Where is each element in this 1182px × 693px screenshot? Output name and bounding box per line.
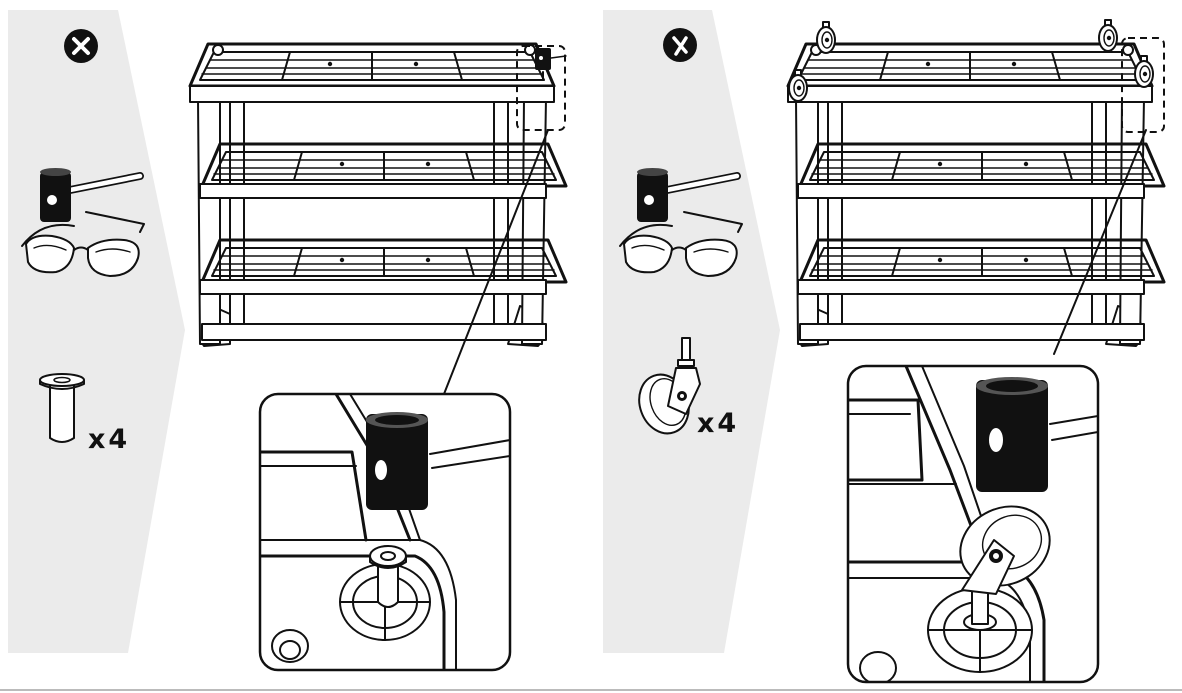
shelving-unit	[788, 44, 1164, 346]
detail-highlight	[1121, 37, 1165, 133]
step-2-band	[603, 10, 780, 653]
step-2-quantity: x4	[697, 408, 739, 439]
detail-zoom-panel	[258, 392, 512, 672]
detail-highlight	[516, 45, 566, 131]
caster-wheel-icon	[1098, 19, 1118, 52]
step-1-band	[8, 10, 185, 653]
detail-zoom-panel	[846, 364, 1100, 684]
callout-leader	[1053, 129, 1147, 355]
step-1: x4	[21, 29, 567, 672]
caster-wheel-icon	[816, 21, 836, 54]
step-1-quantity: x4	[88, 424, 130, 455]
shelving-unit	[190, 44, 566, 346]
tool-badge-icon	[663, 28, 697, 62]
caster-wheel-icon	[1134, 55, 1154, 88]
tool-badge-icon	[64, 29, 98, 63]
mallet-on-post-icon	[535, 48, 567, 81]
step-2: x4	[619, 19, 1165, 684]
callout-leader	[443, 129, 549, 395]
